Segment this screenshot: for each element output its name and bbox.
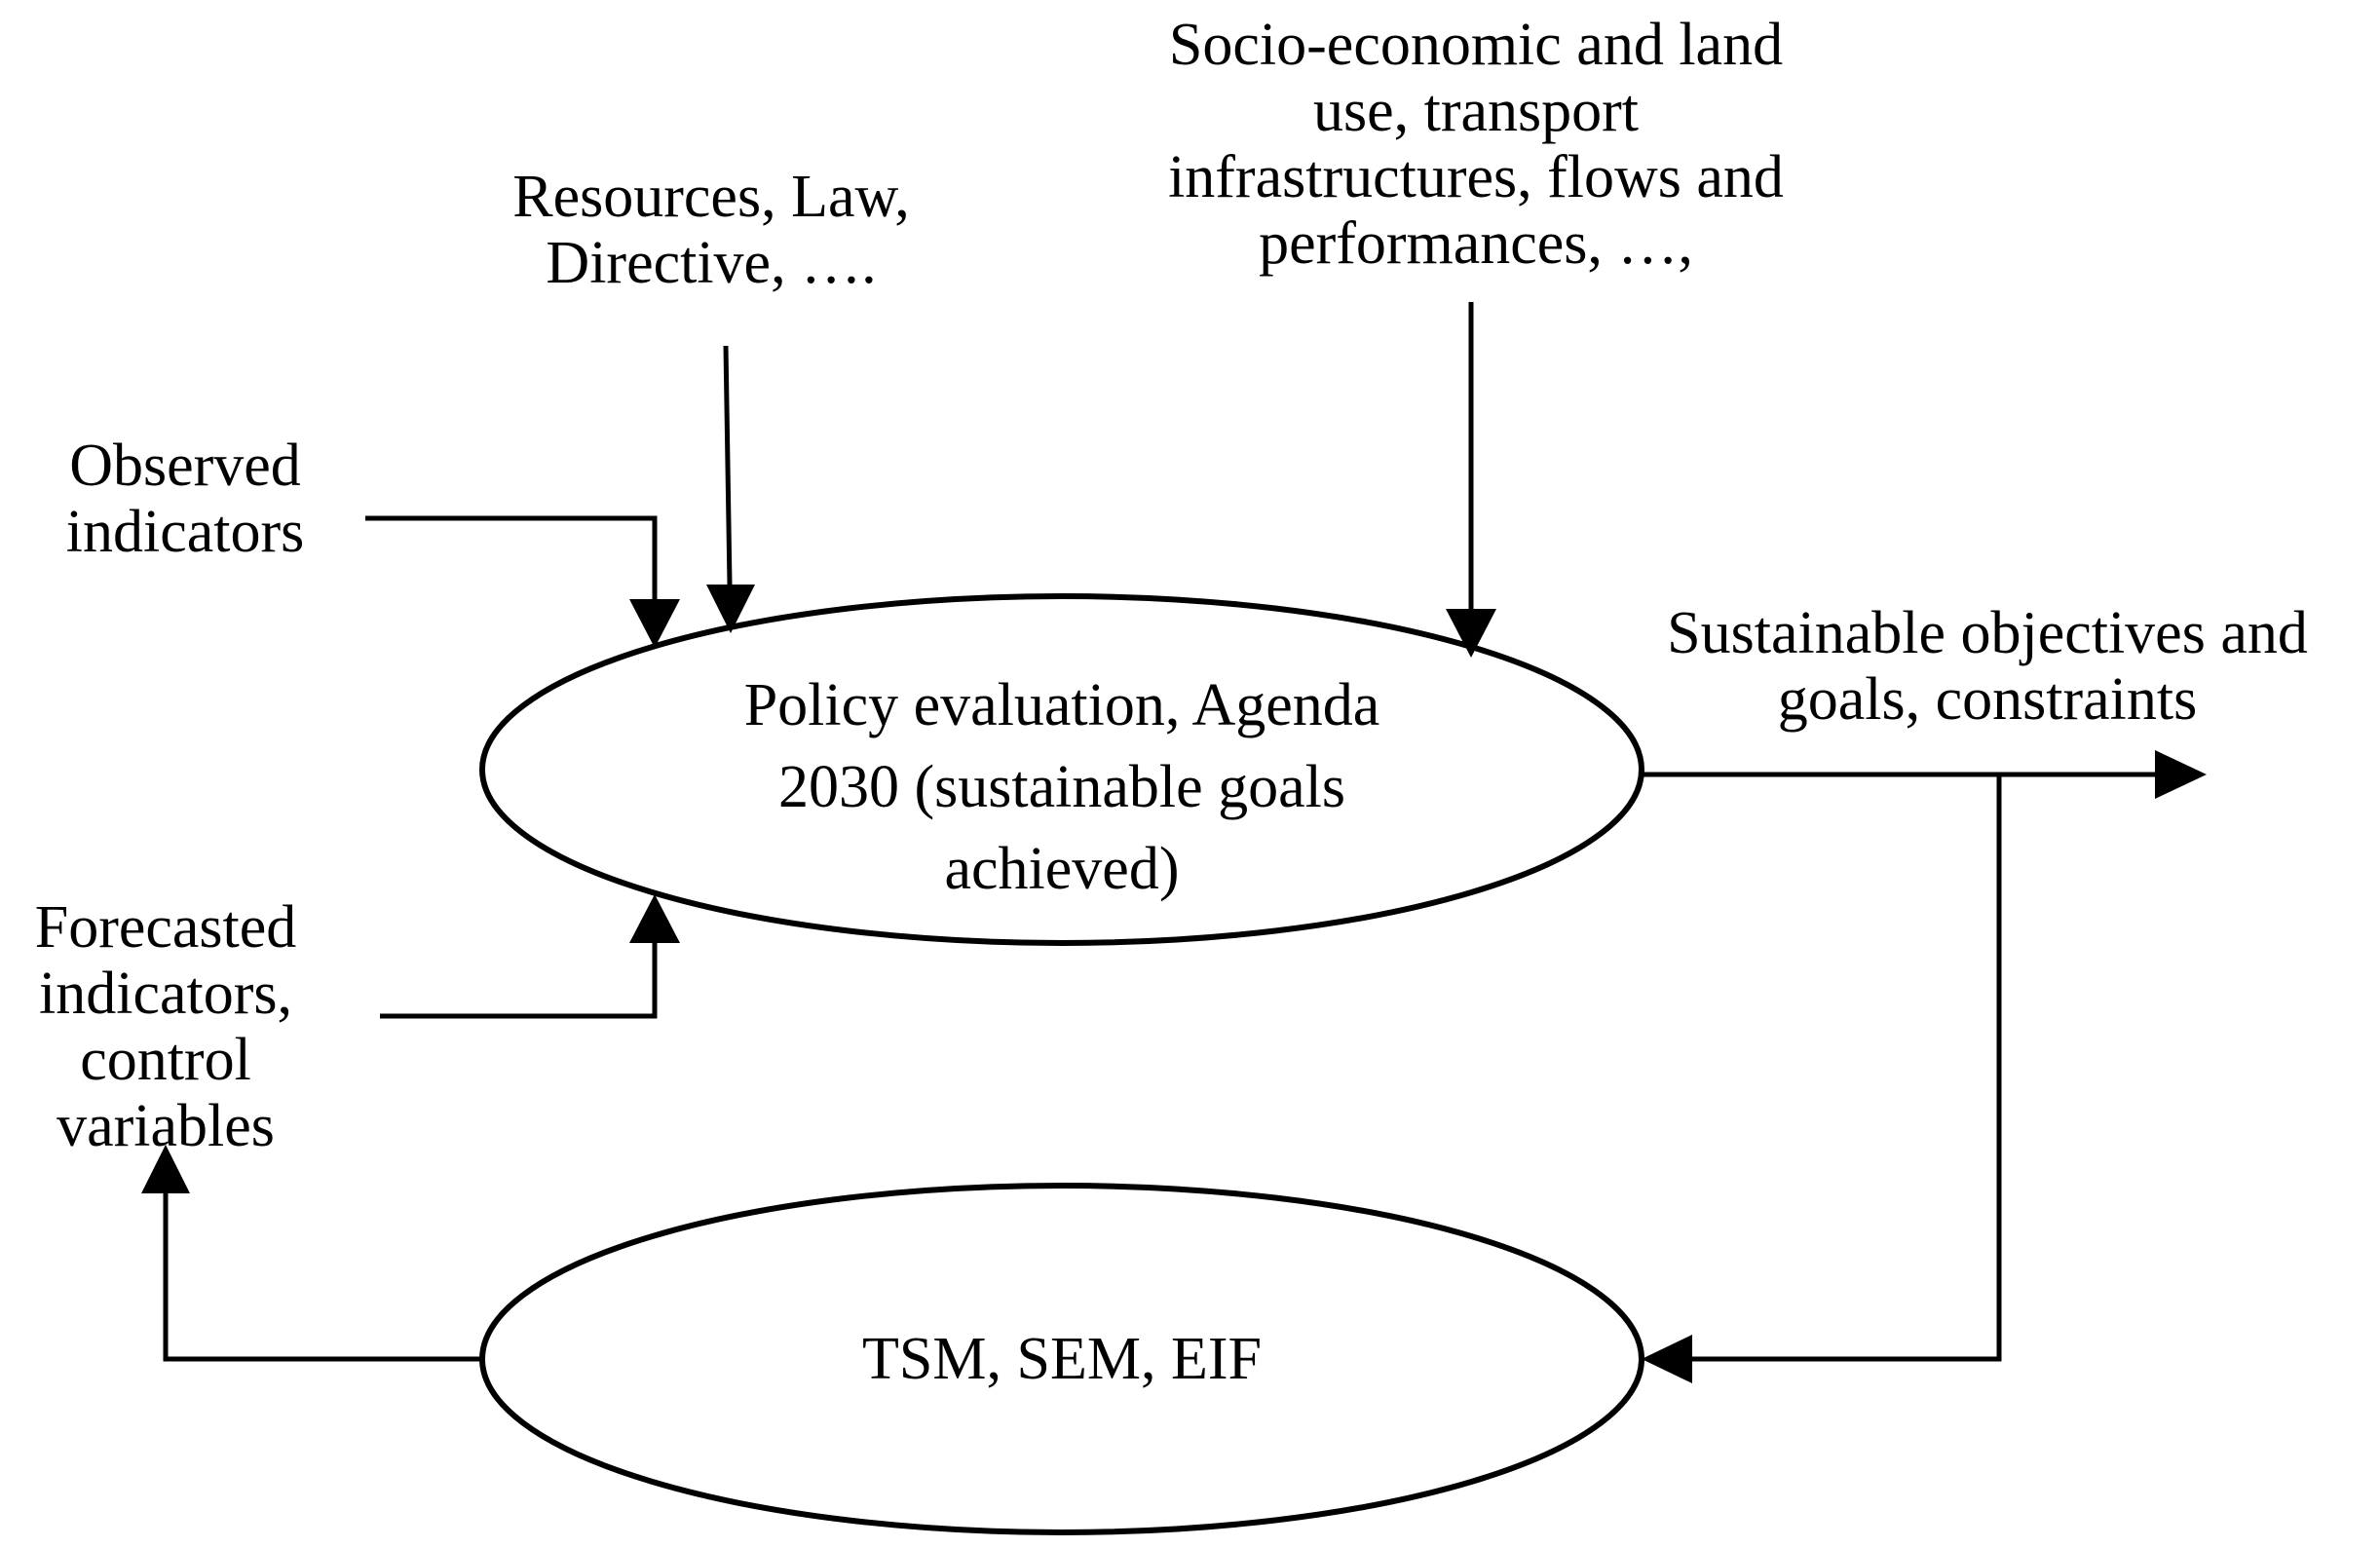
policy-evaluation-text: Policy evaluation, Agenda 2030 (sustaina… <box>743 672 1380 902</box>
sustainable-objectives-label: Sustainable objectives and goals, constr… <box>1667 600 2308 733</box>
observed-connector-line <box>365 515 658 599</box>
resources-arrowhead <box>706 585 755 633</box>
resources-arrow-line <box>723 345 733 585</box>
forecasted-arrowhead <box>629 894 680 943</box>
feedback-arrowhead <box>1642 1335 1692 1383</box>
forecasted-indicators-label: Forecasted indicators, control variables <box>34 894 297 1159</box>
models-output-arrowhead <box>141 1145 190 1193</box>
observed-indicators-label: Observed indicators <box>65 433 305 565</box>
feedback-connector-line <box>1690 774 2002 1362</box>
resources-label: Resources, Law, Directive, …. <box>512 164 910 296</box>
socio-economic-arrowhead <box>1446 609 1496 658</box>
observed-arrowhead <box>629 599 680 648</box>
models-output-line <box>163 1193 482 1362</box>
policy-evaluation-node <box>479 593 1644 946</box>
socio-economic-label: Socio-economic and land use, transport i… <box>1168 12 1784 277</box>
forecasted-connector-line <box>380 940 658 1019</box>
sustainable-output-arrowhead <box>2155 750 2207 799</box>
models-text: TSM, SEM, EIF <box>862 1326 1262 1392</box>
